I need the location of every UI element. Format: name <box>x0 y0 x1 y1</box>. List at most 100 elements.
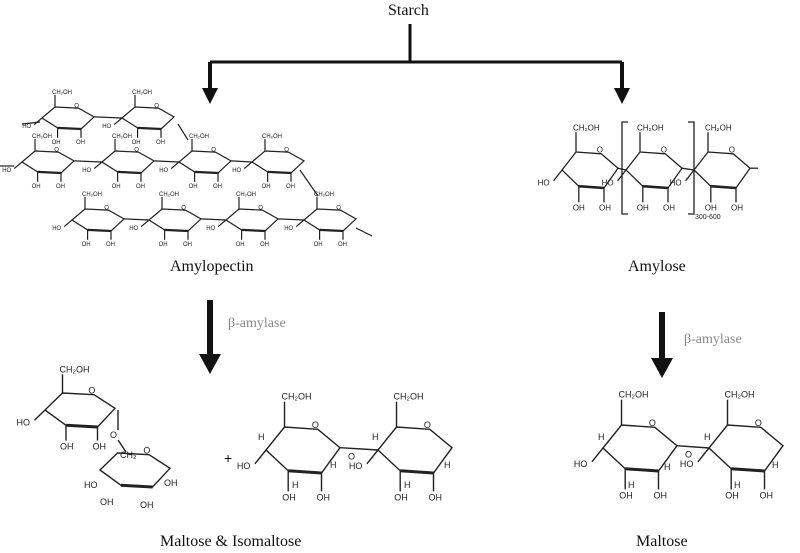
hydroxyl-label: HO <box>670 179 682 188</box>
hydroxyl-label: OH <box>654 490 668 500</box>
ring-oxygen-label: O <box>54 147 59 153</box>
hydroxyl-label: OH <box>282 492 296 502</box>
ch2oh-label: CH₂OH <box>112 134 132 140</box>
glucose-ring <box>265 426 341 474</box>
hydroxyl-label: OH <box>338 242 347 248</box>
hydroxyl-label: OH <box>619 490 633 500</box>
ring-oxygen-label: O <box>649 418 656 428</box>
hydroxyl-label: OH <box>183 242 192 248</box>
hydroxyl-label: OH <box>52 140 61 146</box>
glucose-ring <box>43 392 117 428</box>
ch2oh-label: CH₂OH <box>52 90 72 96</box>
hydroxyl-label: OH <box>705 203 717 212</box>
hydrogen-label: H <box>704 432 711 442</box>
hydroxyl-label: HO <box>82 168 91 174</box>
hydroxyl-label: HO <box>17 418 31 428</box>
ring-oxygen-label: O <box>88 386 95 396</box>
hydroxyl-label: HO <box>237 461 251 471</box>
hydrogen-label: H <box>598 432 605 442</box>
arrow-beta-amylase-right <box>651 358 673 378</box>
ch2oh-label: CH₂OH <box>132 90 152 96</box>
ch2oh-label: CH₂OH <box>262 134 282 140</box>
hydroxyl-label: HO <box>102 124 111 130</box>
hydrogen-label: H <box>664 462 671 472</box>
hydroxyl-label: HO <box>84 480 98 490</box>
hydroxyl-label: HO <box>538 179 550 188</box>
ring-oxygen-label: O <box>258 205 263 211</box>
enzyme-label-right: β-amylase <box>684 332 742 347</box>
bridge-oxygen-label: O <box>110 430 117 440</box>
repeat-subscript: 300-600 <box>695 214 721 221</box>
ch2oh-label: CH₂OH <box>573 123 600 132</box>
ring-oxygen-label: O <box>104 205 109 211</box>
hydroxyl-label: OH <box>100 497 114 507</box>
ch2oh-label: CH₂OH <box>725 389 755 399</box>
hydrogen-label: H <box>734 480 741 490</box>
ch2oh-label: CH₂OH <box>637 123 664 132</box>
ch2oh-label: CH₂OH <box>236 192 256 198</box>
hydroxyl-label: HO <box>574 459 588 469</box>
hydroxyl-label: HO <box>2 168 11 174</box>
glycosidic-bond <box>123 218 150 221</box>
hydroxyl-label: OH <box>112 184 121 190</box>
label-amylopectin: Amylopectin <box>170 258 254 275</box>
glycosidic-bond <box>93 116 123 119</box>
hydroxyl-label: OH <box>637 203 649 212</box>
glycosidic-bond <box>230 160 253 163</box>
hydroxyl-label: OH <box>286 184 295 190</box>
ring-oxygen-label: O <box>424 420 431 430</box>
ring-oxygen-label: O <box>597 146 603 155</box>
hydroxyl-label: OH <box>394 492 408 502</box>
hydroxyl-label: OH <box>60 442 74 452</box>
label-amylose: Amylose <box>628 258 686 275</box>
ring-oxygen-label: O <box>284 147 289 153</box>
plus-sign: + <box>224 450 232 466</box>
hydroxyl-label: OH <box>140 500 154 510</box>
ring-oxygen-label: O <box>143 446 150 456</box>
glycosidic-bond <box>277 218 305 221</box>
hydroxyl-label: OH <box>573 203 585 212</box>
glycosidic-bond <box>153 160 180 163</box>
glycosidic-bond <box>299 169 319 197</box>
ch2-bridge-label: CH₂ <box>120 450 137 460</box>
ring-oxygen-label: O <box>755 418 762 428</box>
ring-oxygen-label: O <box>181 205 186 211</box>
hydrogen-label: H <box>628 480 635 490</box>
enzyme-label-left: β-amylase <box>228 316 286 331</box>
bridge-oxygen-label: O <box>685 450 692 460</box>
glycosidic-bond <box>676 445 710 449</box>
hydroxyl-label: HO <box>680 459 694 469</box>
ch2oh-label: CH₂OH <box>619 389 649 399</box>
hydroxyl-label: OH <box>213 184 222 190</box>
hydroxyl-label: OH <box>106 242 115 248</box>
ch2oh-label: CH₂OH <box>282 391 312 401</box>
hydrogen-label: H <box>330 460 337 470</box>
hydroxyl-label: OH <box>159 242 168 248</box>
glycosidic-bond <box>117 439 127 453</box>
glycosidic-bond <box>681 167 695 171</box>
ch2oh-label: CH₂OH <box>32 134 52 140</box>
hydroxyl-label: OH <box>93 442 107 452</box>
ch2oh-label: CH₂OH <box>705 123 732 132</box>
hydroxyl-label: OH <box>156 140 165 146</box>
ch2oh-label: CH₂OH <box>314 192 334 198</box>
ring-oxygen-label: O <box>661 146 667 155</box>
hydroxyl-label: OH <box>725 490 739 500</box>
arrow-to-amylose <box>614 88 630 104</box>
glycosidic-bond <box>355 227 373 237</box>
bridge-oxygen-label: O <box>348 452 355 462</box>
hydroxyl-label: OH <box>760 490 774 500</box>
hydroxyl-label: OH <box>236 242 245 248</box>
hydroxyl-label: HO <box>602 179 614 188</box>
hydroxyl-label: OH <box>76 140 85 146</box>
ring-oxygen-label: O <box>134 147 139 153</box>
ch2oh-label: CH₂OH <box>189 134 209 140</box>
hydroxyl-label: OH <box>429 492 443 502</box>
hydrogen-label: H <box>772 460 779 470</box>
hydroxyl-label: OH <box>317 492 331 502</box>
